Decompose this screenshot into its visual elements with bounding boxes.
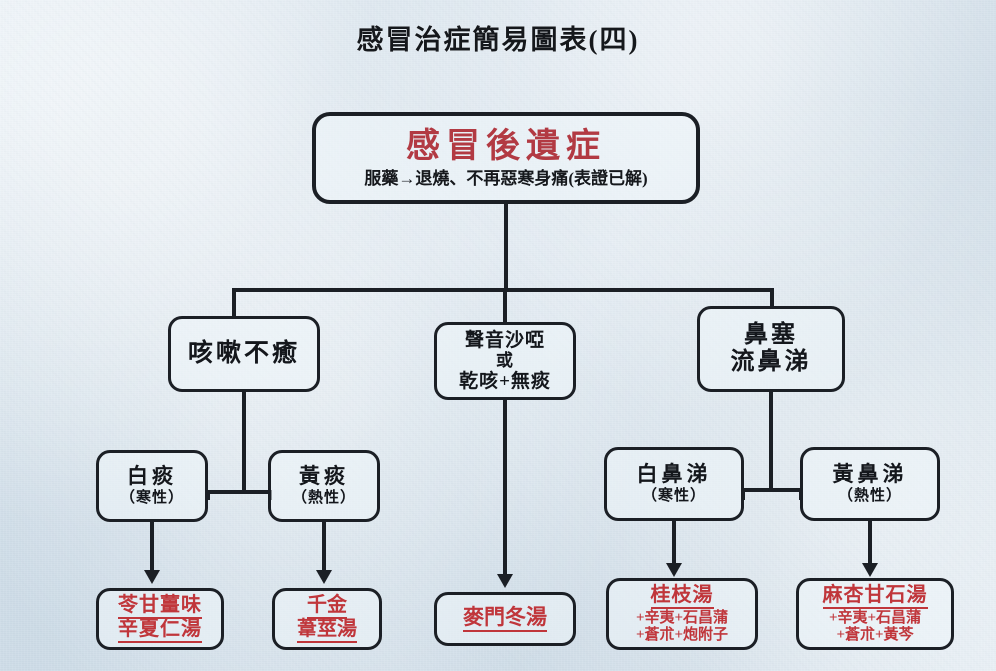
node-white-snot-main: 白鼻涕 bbox=[636, 461, 712, 486]
connector-root-stem bbox=[504, 204, 508, 292]
node-yellow-snot-nature: （熱性） bbox=[837, 488, 902, 505]
connector-nose-stem bbox=[769, 392, 773, 492]
node-cough-label: 咳嗽不癒 bbox=[187, 340, 300, 367]
arrow-head-rx3 bbox=[497, 574, 513, 588]
node-yellow-nasal-discharge[interactable]: 黃鼻涕 （熱性） bbox=[800, 447, 940, 521]
node-yellow-phlegm-nature: （熱性） bbox=[291, 490, 356, 507]
rx5-name: 麻杏甘石湯 bbox=[822, 585, 928, 609]
node-prescription-maxing-ganshi[interactable]: 麻杏甘石湯 +辛夷+石昌蒲 +蒼朮+黃芩 bbox=[796, 578, 954, 650]
node-yellow-snot-main: 黃鼻涕 bbox=[832, 461, 908, 486]
connector-cough-split bbox=[206, 490, 272, 494]
rx2-line2: 葦莖湯 bbox=[297, 619, 357, 643]
node-white-snot-nature: （寒性） bbox=[641, 488, 706, 505]
root-title: 感冒後遺症 bbox=[406, 128, 606, 166]
node-prescription-qianjin-weijing[interactable]: 千金 葦莖湯 bbox=[272, 588, 382, 650]
node-white-phlegm[interactable]: 白痰 （寒性） bbox=[96, 450, 208, 522]
node-prescription-guizhi-tang[interactable]: 桂枝湯 +辛夷+石昌蒲 +蒼朮+炮附子 bbox=[606, 578, 758, 650]
node-root-aftereffects[interactable]: 感冒後遺症 服藥→退燒、不再惡寒身痛(表證已解) bbox=[312, 112, 700, 204]
node-yellow-phlegm[interactable]: 黃痰 （熱性） bbox=[268, 450, 380, 522]
rx4-addition-2: +蒼朮+炮附子 bbox=[635, 626, 729, 643]
node-hoarse-voice[interactable]: 聲音沙啞 或 乾咳+無痰 bbox=[434, 322, 576, 400]
node-white-nasal-discharge[interactable]: 白鼻涕 （寒性） bbox=[604, 447, 744, 521]
arrow-head-rx5 bbox=[862, 563, 878, 577]
node-white-phlegm-main: 白痰 bbox=[127, 463, 177, 488]
page-title: 感冒治症簡易圖表(四) bbox=[356, 25, 640, 55]
connector-bus-to-voice bbox=[503, 288, 507, 324]
connector-yellow-phlegm-to-rx2 bbox=[322, 522, 326, 572]
node-voice-line3: 乾咳+無痰 bbox=[459, 370, 551, 392]
node-nasal-congestion[interactable]: 鼻塞 流鼻涕 bbox=[697, 306, 845, 392]
node-white-phlegm-nature: （寒性） bbox=[119, 490, 184, 507]
node-prescription-linggan-jiangwei[interactable]: 苓甘薑味 辛夏仁湯 bbox=[96, 588, 224, 650]
rx3-line1: 麥門冬湯 bbox=[463, 606, 547, 632]
rx4-name: 桂枝湯 bbox=[650, 585, 714, 609]
rx1-line1: 苓甘薑味 bbox=[118, 595, 202, 619]
node-nose-line2: 流鼻涕 bbox=[730, 349, 812, 375]
arrow-head-rx2 bbox=[316, 570, 332, 584]
connector-yellow-snot-to-rx5 bbox=[868, 521, 872, 565]
rx5-addition-2: +蒼朮+黃芩 bbox=[836, 626, 914, 643]
node-nose-line1: 鼻塞 bbox=[744, 322, 798, 349]
arrow-head-rx4 bbox=[666, 563, 682, 577]
connector-voice-to-rx3 bbox=[503, 400, 507, 576]
connector-bus-to-cough bbox=[232, 288, 236, 318]
connector-cough-stem bbox=[242, 392, 246, 494]
node-prescription-maimendong[interactable]: 麥門冬湯 bbox=[434, 592, 576, 646]
connector-bus-to-nose bbox=[770, 288, 774, 308]
node-yellow-phlegm-main: 黃痰 bbox=[299, 463, 349, 488]
root-subtitle: 服藥→退燒、不再惡寒身痛(表證已解) bbox=[364, 168, 648, 188]
node-cough-unresolved[interactable]: 咳嗽不癒 bbox=[168, 316, 320, 392]
connector-cough-to-white-phlegm bbox=[206, 490, 210, 500]
connector-white-snot-to-rx4 bbox=[672, 521, 676, 565]
rx5-addition-1: +辛夷+石昌蒲 bbox=[828, 610, 922, 626]
connector-nose-split bbox=[741, 488, 803, 492]
rx2-line1: 千金 bbox=[307, 595, 347, 619]
node-voice-line1: 聲音沙啞 bbox=[464, 330, 545, 352]
rx4-addition-1: +辛夷+石昌蒲 bbox=[635, 610, 729, 626]
rx1-line2: 辛夏仁湯 bbox=[118, 619, 202, 643]
arrow-head-rx1 bbox=[144, 570, 160, 584]
connector-white-phlegm-to-rx1 bbox=[150, 522, 154, 572]
node-voice-line2: 或 bbox=[496, 351, 514, 371]
